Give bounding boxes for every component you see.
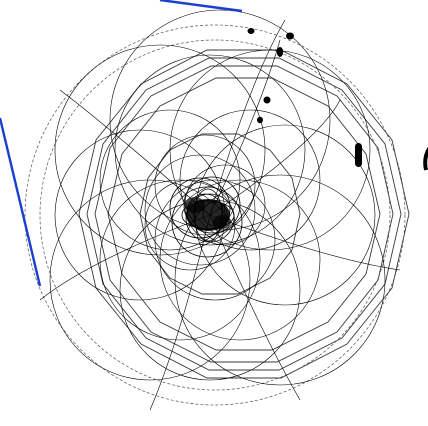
outer-shells — [24, 24, 406, 406]
detector-rings — [78, 49, 410, 379]
boundary-lines — [0, 0, 243, 287]
vertex-core — [185, 197, 231, 231]
hit-markers — [247, 28, 428, 171]
faint-glyph — [2, 306, 24, 358]
